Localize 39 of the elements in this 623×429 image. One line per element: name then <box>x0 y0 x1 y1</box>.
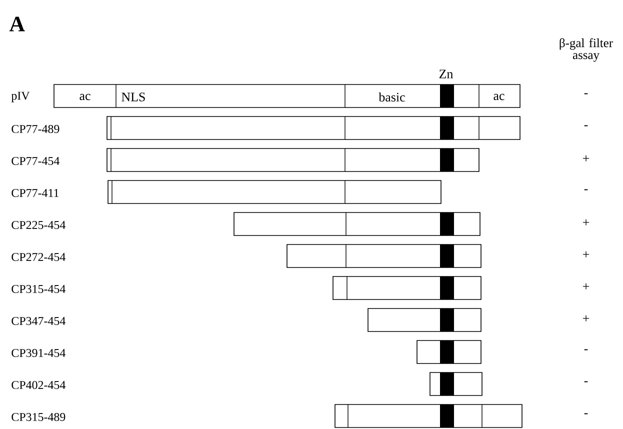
protein-bar <box>416 340 482 364</box>
assay-result: - <box>584 349 588 350</box>
construct-label: CP272-454 <box>12 252 66 262</box>
domain-label: ac <box>80 94 90 100</box>
assay-result: - <box>584 125 588 126</box>
assay-result: + <box>583 219 590 226</box>
assay-result: - <box>584 413 588 414</box>
protein-bar <box>430 372 482 396</box>
construct-label: CP225-454 <box>12 220 66 230</box>
column-heading: β-gal filter assay <box>560 38 613 62</box>
domain-label: NLS <box>122 92 145 102</box>
construct-label: CP347-454 <box>12 316 66 326</box>
protein-bar <box>334 404 522 428</box>
domain-label: Zn <box>439 70 453 78</box>
construct-label: CP77-489 <box>12 124 60 134</box>
protein-bar <box>108 180 442 204</box>
domain-label: ac <box>494 94 504 100</box>
protein-bar <box>332 276 482 300</box>
construct-label: CP402-454 <box>12 380 66 390</box>
assay-result: + <box>583 283 590 290</box>
assay-result: + <box>583 155 590 162</box>
assay-result: + <box>583 251 590 258</box>
protein-bar <box>368 308 482 332</box>
construct-label: CP77-411 <box>12 188 59 198</box>
construct-label: CP315-489 <box>12 412 66 422</box>
protein-bar <box>286 244 482 268</box>
assay-result: - <box>584 381 588 382</box>
panel-letter: A <box>9 16 25 32</box>
protein-bar <box>106 116 520 140</box>
protein-bar <box>106 148 480 172</box>
construct-label: pIV <box>11 92 30 102</box>
domain-label: basic <box>378 92 405 102</box>
protein-bar <box>234 212 480 236</box>
assay-result: - <box>584 93 588 94</box>
construct-label: CP391-454 <box>12 348 66 358</box>
construct-label: CP315-454 <box>12 284 66 294</box>
assay-result: + <box>583 315 590 322</box>
construct-label: CP77-454 <box>12 156 60 166</box>
assay-result: - <box>584 189 588 190</box>
